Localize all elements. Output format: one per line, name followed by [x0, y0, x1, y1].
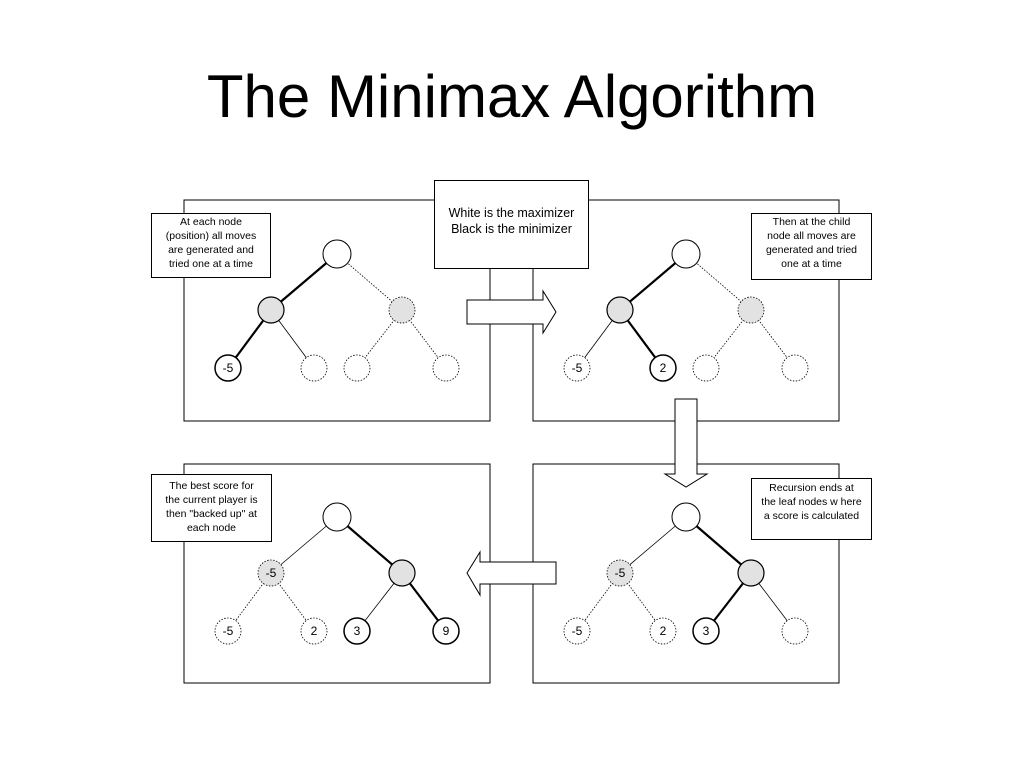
leaf-score: 3 [354, 624, 361, 638]
leaf-node [343, 354, 371, 382]
note-line: (position) all moves [165, 230, 257, 242]
note-line: tried one at a time [168, 258, 254, 270]
leaf-score: 2 [660, 624, 667, 638]
legend-maximizer: White is the maximizer [448, 206, 575, 220]
note-child-moves: Then at the child node all moves are gen… [751, 213, 872, 280]
note-line: then "backed up" at [166, 508, 257, 520]
leaf-score: -5 [223, 624, 234, 638]
leaf-node [692, 617, 720, 645]
min-node [257, 296, 285, 324]
leaf-score: -5 [572, 624, 583, 638]
note-line: the current player is [165, 494, 258, 506]
note-line: generated and tried [765, 244, 858, 256]
min-node [257, 559, 285, 587]
leaf-score: 2 [660, 361, 667, 375]
note-line: Then at the child [772, 216, 851, 228]
note-line: each node [186, 522, 237, 534]
leaf-node [214, 617, 242, 645]
leaf-score: 3 [703, 624, 710, 638]
tree-p2: -5 2 [563, 239, 809, 382]
min-node [388, 559, 416, 587]
leaf-score: -5 [223, 361, 234, 375]
leaf-node [432, 354, 460, 382]
max-node-root [322, 502, 352, 532]
tree-edge [685, 253, 752, 311]
arrow-right [466, 289, 557, 335]
note-line: Recursion ends at [769, 482, 854, 494]
arrow-left [466, 550, 557, 597]
min-node [606, 296, 634, 324]
note-line: At each node [180, 216, 242, 228]
note-generate-moves: At each node (position) all moves are ge… [151, 213, 271, 278]
max-node-root [322, 239, 352, 269]
note-line: a score is calculated [763, 510, 860, 522]
min-node [737, 559, 765, 587]
max-node-root [671, 239, 701, 269]
leaf-score: -5 [572, 361, 583, 375]
leaf-score: 2 [311, 624, 318, 638]
max-node-root [671, 502, 701, 532]
legend-box: White is the maximizer Black is the mini… [434, 180, 589, 269]
leaf-node [692, 354, 720, 382]
leaf-node [781, 617, 809, 645]
leaf-node [563, 617, 591, 645]
note-line: one at a time [781, 258, 842, 270]
leaf-node [432, 617, 460, 645]
slide-title: The Minimax Algorithm [206, 63, 818, 130]
note-line: are generated and [168, 244, 254, 256]
min-node [737, 296, 765, 324]
leaf-node [563, 354, 591, 382]
tree-p4: -5 -5 2 3 9 [214, 502, 460, 645]
note-line: The best score for [169, 480, 254, 492]
min-node [606, 559, 634, 587]
node-score: -5 [266, 566, 277, 580]
leaf-node [300, 354, 328, 382]
node-score: -5 [615, 566, 626, 580]
note-line: the leaf nodes w here [761, 496, 862, 508]
leaf-node [343, 617, 371, 645]
tree-edge [336, 253, 403, 311]
note-recursion-ends: Recursion ends at the leaf nodes w here … [751, 478, 872, 540]
arrow-down [663, 398, 709, 488]
leaf-node [649, 617, 677, 645]
leaf-node [214, 354, 242, 382]
tree-p1: -5 [214, 239, 460, 382]
leaf-node [649, 354, 677, 382]
note-line: node all moves are [767, 230, 856, 242]
min-node [388, 296, 416, 324]
leaf-node [300, 617, 328, 645]
leaf-score: 9 [443, 624, 450, 638]
note-backed-up: The best score for the current player is… [151, 474, 272, 542]
legend-minimizer: Black is the minimizer [451, 222, 572, 236]
leaf-node [781, 354, 809, 382]
tree-p3: -5 -5 2 3 [563, 502, 809, 645]
